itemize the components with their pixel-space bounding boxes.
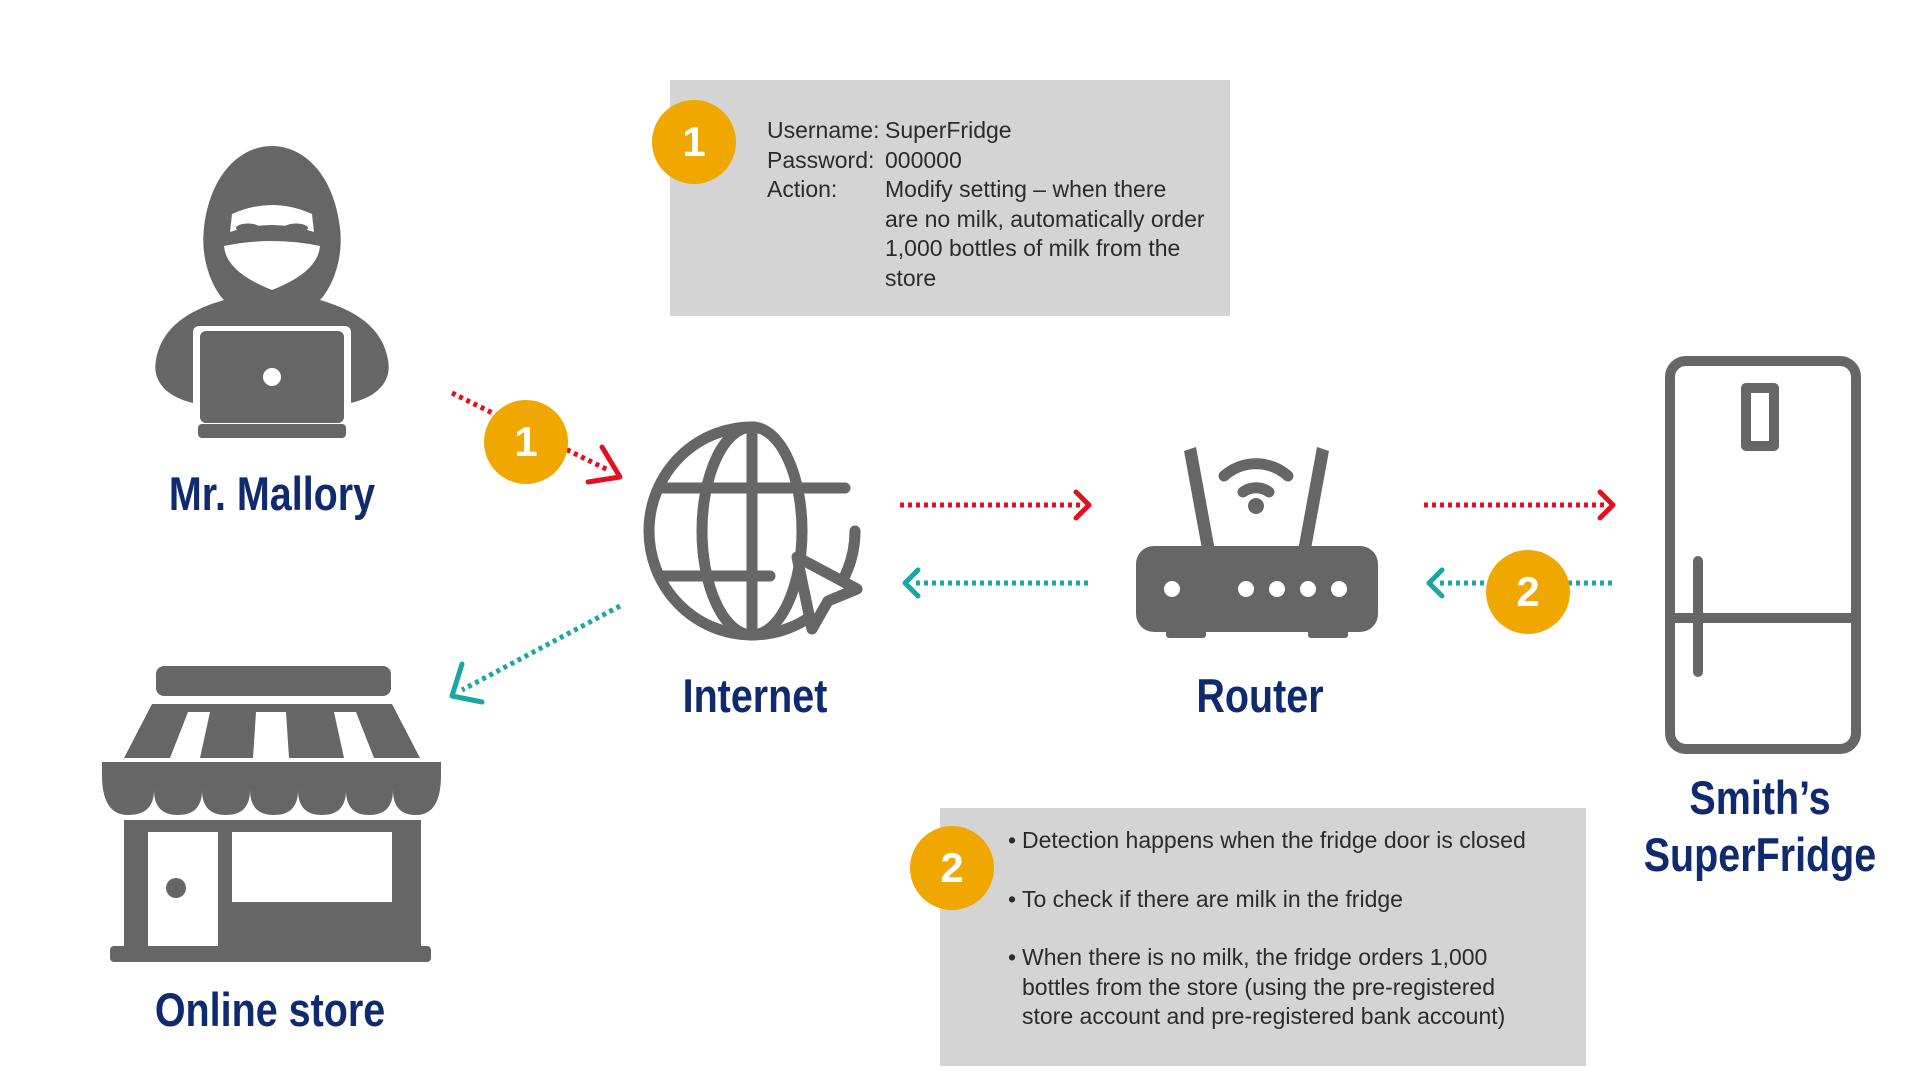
password-key: Password: — [767, 146, 875, 173]
arrowhead-internet-to-router — [1073, 489, 1092, 521]
arrowhead-router-to-fridge — [1597, 489, 1616, 521]
arrow-internet-to-store — [460, 603, 622, 693]
router-label: Router — [1196, 669, 1324, 722]
arrowhead-fridge-to-router — [1426, 567, 1445, 599]
credentials-list: Username: SuperFridge Password: 000000 A… — [767, 116, 1207, 293]
action-key: Action: — [767, 176, 838, 202]
password-row: Password: 000000 — [767, 146, 1207, 176]
action-row: Action: Modify setting – when there are … — [767, 175, 1207, 293]
store-label: Online store — [154, 983, 386, 1036]
step-badge-2: 2 — [910, 826, 994, 910]
step-badge-1-arrow: 1 — [484, 400, 568, 484]
attack-arrows — [450, 390, 1616, 521]
arrowhead-internet-to-store — [449, 661, 485, 705]
arrow-hacker-to-internet — [450, 390, 610, 473]
hacker-with-laptop-icon — [155, 146, 389, 438]
username-key: Username: — [767, 117, 880, 143]
bullet-item: • When there is no milk, the fridge orde… — [1008, 943, 1568, 1032]
step-badge-1: 1 — [652, 100, 736, 184]
refrigerator-icon — [1665, 356, 1861, 754]
username-value: SuperFridge — [885, 117, 1012, 143]
bullet-text: When there is no milk, the fridge orders… — [1022, 944, 1506, 1029]
bullet-item: • To check if there are milk in the frid… — [1008, 885, 1568, 915]
fridge-label-line2: SuperFridge — [1643, 828, 1877, 881]
username-row: Username: SuperFridge — [767, 116, 1207, 146]
bullet-item: • Detection happens when the fridge door… — [1008, 826, 1568, 856]
fridge-label-line1: Smith’s — [1689, 771, 1831, 824]
hacker-label: Mr. Mallory — [168, 467, 376, 520]
password-value: 000000 — [885, 146, 962, 173]
info-box-credentials: 1 Username: SuperFridge Password: 000000… — [652, 80, 1230, 316]
step-badge-2-arrow: 2 — [1486, 550, 1570, 634]
globe-cursor-icon — [643, 421, 863, 641]
wifi-router-icon — [1136, 447, 1378, 638]
bullet-text: To check if there are milk in the fridge — [1022, 885, 1403, 912]
storefront-icon — [102, 666, 441, 962]
action-value: Modify setting – when there are no milk,… — [885, 176, 1205, 291]
arrowhead-hacker-to-internet — [585, 444, 623, 485]
info-box-detection: 2 • Detection happens when the fridge do… — [910, 808, 1586, 1066]
response-arrows — [449, 567, 1612, 705]
bullet-text: Detection happens when the fridge door i… — [1022, 827, 1526, 853]
internet-label: Internet — [682, 669, 828, 722]
detection-bullets: • Detection happens when the fridge door… — [1008, 826, 1568, 1061]
arrowhead-router-to-internet — [902, 567, 921, 599]
